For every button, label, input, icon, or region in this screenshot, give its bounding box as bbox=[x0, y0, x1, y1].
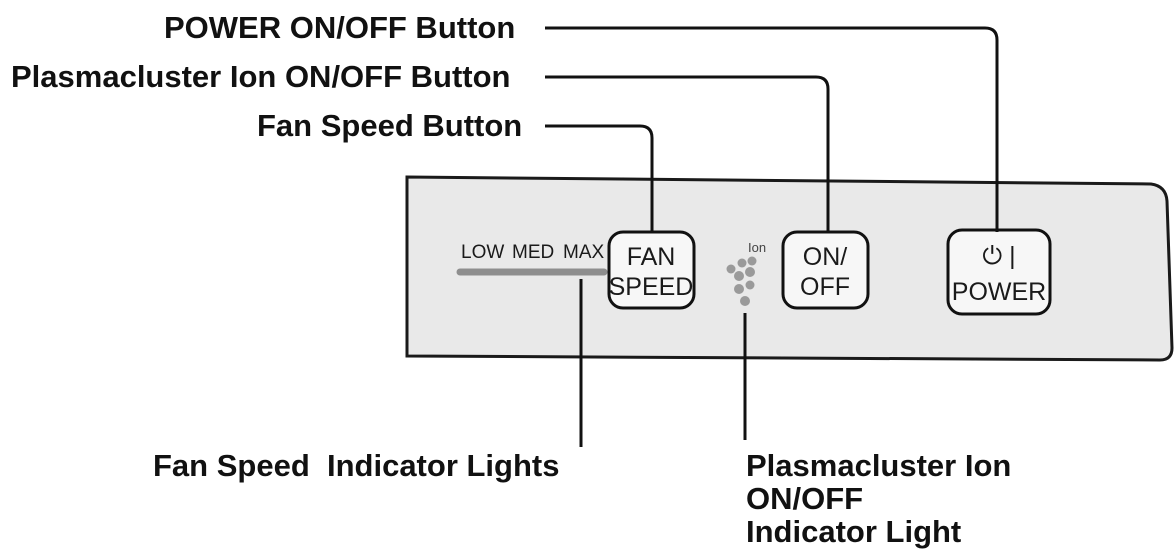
fan-speed-button-line2: SPEED bbox=[609, 273, 694, 301]
callout-power-button: POWER ON/OFF Button bbox=[164, 10, 515, 45]
fan-level-max: MAX bbox=[563, 242, 605, 263]
ion-icon-label: Ion bbox=[748, 240, 766, 255]
leader-power-button bbox=[545, 26, 999, 232]
power-icon: ⏻ | bbox=[982, 242, 1015, 270]
ion-on-off-button[interactable]: ON/ OFF bbox=[781, 230, 870, 310]
fan-level-low: LOW bbox=[461, 242, 504, 263]
fan-speed-button[interactable]: FAN SPEED bbox=[607, 230, 696, 310]
ion-on-off-button-line2: OFF bbox=[800, 273, 850, 301]
callout-fan-speed-lights: Fan Speed Indicator Lights bbox=[153, 448, 559, 483]
leader-ion-button bbox=[545, 75, 830, 233]
fan-speed-button-line1: FAN bbox=[627, 243, 676, 271]
fan-level-med: MED bbox=[512, 242, 554, 263]
callout-ion-light-line1: Plasmacluster Ion bbox=[746, 448, 1011, 483]
power-button[interactable]: ⏻ | POWER bbox=[946, 228, 1052, 316]
plasmacluster-ion-icon bbox=[726, 256, 757, 306]
ion-on-off-button-line1: ON/ bbox=[803, 243, 848, 271]
callout-ion-light-line2: ON/OFF bbox=[746, 481, 863, 516]
callout-ion-button: Plasmacluster Ion ON/OFF Button bbox=[11, 59, 511, 94]
power-button-label: POWER bbox=[952, 278, 1046, 306]
callout-fan-speed-button: Fan Speed Button bbox=[257, 108, 522, 143]
callout-ion-light-line3: Indicator Light bbox=[746, 514, 961, 549]
leader-fan-speed-button bbox=[545, 124, 654, 233]
